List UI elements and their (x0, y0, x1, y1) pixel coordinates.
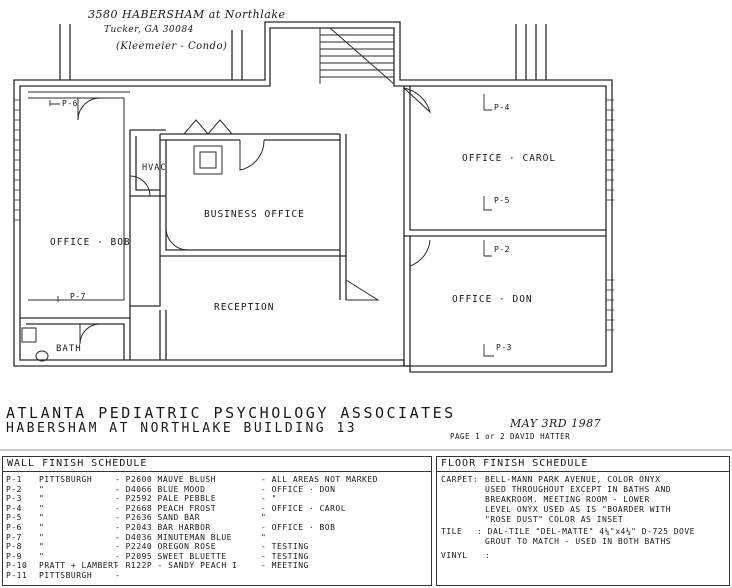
wall-schedule-paint: - P2240 OREGON ROSE (115, 542, 217, 552)
wall-schedule-brand: " (39, 523, 45, 532)
wall-schedule-code: P-9 (6, 551, 22, 561)
wall-schedule-brand: " (39, 494, 45, 504)
room-label-office-bob: OFFICE · BOB (50, 237, 131, 248)
wall-schedule-heading: WALL FINISH SCHEDULE (7, 458, 148, 469)
address-note-line3: (Kleemeier - Condo) (116, 41, 228, 52)
wall-schedule-area: - TESTING (261, 551, 309, 561)
paint-marker: P-7 (70, 292, 86, 301)
carpet-line: USED THROUGHOUT EXCEPT IN BATHS AND (485, 485, 672, 494)
wall-schedule-paint: - P2636 SAND BAR (115, 513, 201, 523)
wall-schedule-brand: PITTSBURGH (39, 571, 93, 580)
room-label-office-carol: OFFICE · CAROL (462, 153, 557, 164)
project-subtitle: HABERSHAM AT NORTHLAKE BUILDING 13 (6, 421, 358, 436)
room-label-office-don: OFFICE · DON (452, 294, 533, 305)
wall-schedule-brand: PITTSBURGH (39, 475, 93, 484)
floor-schedule-heading: FLOOR FINISH SCHEDULE (441, 458, 589, 469)
wall-schedule-paint: - D4066 BLUE MOOD (115, 484, 206, 494)
paint-marker: P-5 (494, 196, 510, 205)
drawing-date: MAY 3RD 1987 (510, 417, 602, 430)
wall-schedule-brand: " (39, 513, 45, 523)
tile-line: : DAL-TILE "DEL-MATTE" 4¼"x4¼" D-725 DOV… (477, 527, 695, 536)
wall-schedule-code: P-4 (6, 503, 22, 513)
paint-marker: P-6 (62, 99, 78, 108)
room-label-hvac: HVAC (142, 163, 167, 173)
carpet-line: "ROSE DUST" COLOR AS INSET (485, 515, 624, 524)
project-title: ATLANTA PEDIATRIC PSYCHOLOGY ASSOCIATES (6, 404, 456, 422)
paint-marker: P-2 (494, 245, 510, 254)
carpet-line: BREAKROOM. MEETING ROOM - LOWER (485, 495, 650, 504)
wall-schedule-area: - ALL AREAS NOT MARKED (261, 475, 378, 484)
floor-finish-schedule: FLOOR FINISH SCHEDULE CARPET: BELL-MANN … (436, 456, 730, 586)
wall-schedule-area: - " (261, 494, 277, 504)
wall-schedule-brand: " (39, 551, 45, 561)
wall-schedule-area: " (261, 513, 267, 523)
wall-schedule-paint: - D4036 MINUTEMAN BLUE (115, 532, 232, 542)
staircase (319, 27, 395, 85)
room-label-bath: BATH (56, 344, 82, 354)
wall-schedule-brand: PRATT + LAMBERT (39, 561, 119, 571)
fixtures (21, 119, 233, 362)
wall-schedule-code: P-8 (6, 542, 22, 552)
wall-schedule-area: - OFFICE · DON (261, 484, 336, 494)
wall-schedule-paint: - P2668 PEACH FROST (115, 503, 217, 513)
wall-schedule-paint: - P2592 PALE PEBBLE (115, 494, 217, 504)
wall-schedule-area: - TESTING (261, 542, 309, 552)
room-label-reception: RECEPTION (214, 302, 275, 313)
tile-label: TILE (441, 527, 463, 536)
wall-schedule-paint: - P2600 MAUVE BLUSH (115, 475, 217, 484)
wall-schedule-brand: " (39, 484, 45, 494)
paint-marker-leaders (49, 94, 494, 357)
paint-marker: P-3 (496, 343, 512, 352)
door-swings (77, 87, 431, 345)
wall-schedule-code: P-6 (6, 523, 22, 532)
wall-schedule-paint: - P2095 SWEET BLUETTE (115, 551, 227, 561)
wall-schedule-code: P-10 (6, 561, 28, 571)
wall-schedule-brand: " (39, 503, 45, 513)
wall-schedule-code: P-11 (6, 571, 28, 580)
wall-schedule-paint: - R122P - SANDY PEACH I (115, 561, 238, 571)
wall-schedule-area: - OFFICE · BOB (261, 523, 336, 532)
wall-schedule-code: P-5 (6, 513, 22, 523)
room-label-business-office: BUSINESS OFFICE (204, 209, 305, 220)
wall-schedule-area: - MEETING (261, 561, 309, 571)
carpet-label: CARPET: (441, 475, 479, 484)
drawing-author: DAVID HATTER (510, 432, 571, 441)
paint-marker: P-4 (494, 103, 510, 112)
address-note-line2: Tucker, GA 30084 (104, 25, 194, 35)
wall-schedule-paint: - P2043 BAR HARBOR (115, 523, 211, 532)
address-note-line1: 3580 HABERSHAM at Northlake (88, 8, 286, 21)
wall-schedule-code: P-2 (6, 484, 22, 494)
exterior-walls (13, 21, 614, 373)
vinyl-value: : (485, 551, 491, 560)
wall-schedule-code: P-3 (6, 494, 22, 504)
page-number: PAGE 1 or 2 (450, 432, 506, 441)
wall-schedule-brand: " (39, 542, 45, 552)
wall-schedule-paint: - (115, 571, 121, 580)
carpet-line: LEVEL ONYX USED AS IS "BOARDER WITH (485, 505, 672, 514)
wall-schedule-code: P-7 (6, 532, 22, 542)
wall-schedule-area: " (261, 532, 267, 542)
vinyl-label: VINYL (441, 551, 468, 560)
wall-schedule-area: - OFFICE · CAROL (261, 503, 347, 513)
wall-schedule-code: P-1 (6, 475, 22, 484)
tile-line: GROUT TO MATCH - USED IN BOTH BATHS (485, 537, 672, 546)
carpet-line: BELL-MANN PARK AVENUE, COLOR ONYX (485, 475, 661, 484)
wall-schedule-brand: " (39, 532, 45, 542)
interior-walls (20, 86, 606, 366)
